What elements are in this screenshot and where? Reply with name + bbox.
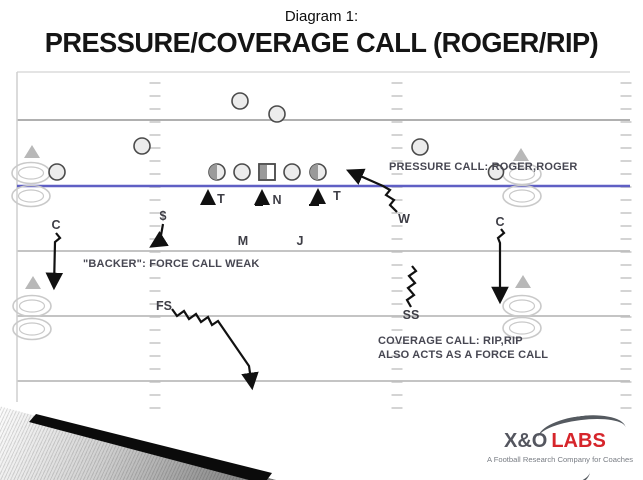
offense-players xyxy=(48,92,505,181)
tackle-right-arrow xyxy=(309,188,326,206)
coverage-call-text: COVERAGE CALL: RIP,RIP ALSO ACTS AS A FO… xyxy=(378,335,548,362)
strong-safety-path xyxy=(405,265,418,308)
dollar-path xyxy=(149,223,169,248)
coverage-call-line1: COVERAGE CALL: RIP,RIP xyxy=(378,335,523,347)
diagram-number-heading: Diagram 1: xyxy=(284,8,359,25)
field-numbers xyxy=(11,145,542,341)
label-corner-left: C xyxy=(51,218,61,232)
label-nose: N xyxy=(272,193,282,207)
pressure-call-text: PRESSURE CALL: ROGER,ROGER xyxy=(389,161,578,173)
will-blitz-path xyxy=(345,168,398,213)
slot-right xyxy=(411,138,429,156)
label-strong-safety: SS xyxy=(402,308,420,322)
logo-labs-text: LABS xyxy=(551,430,606,452)
backer-call-text: "BACKER": FORCE CALL WEAK xyxy=(83,258,260,270)
wideout-right xyxy=(487,163,505,181)
label-free-safety: FS xyxy=(156,299,172,313)
logo-tagline: A Football Research Company for Coaches xyxy=(486,455,634,464)
wideout-left xyxy=(48,163,66,181)
gray-wedge xyxy=(0,406,276,480)
left-guard xyxy=(233,163,251,181)
direction-triangles xyxy=(24,145,531,289)
corner-decoration xyxy=(0,388,300,480)
logo-xo-text: X&O xyxy=(504,430,548,452)
quarterback xyxy=(268,105,286,123)
hash-marks xyxy=(149,82,632,414)
coverage-call-line2: ALSO ACTS AS A FORCE CALL xyxy=(378,348,549,361)
label-jack: J xyxy=(296,234,304,248)
page-title: PRESSURE/COVERAGE CALL (ROGER/RIP) xyxy=(44,27,599,58)
running-back xyxy=(231,92,249,110)
right-guard xyxy=(283,163,301,181)
label-tackle-right: T xyxy=(333,189,341,203)
nose-arrow xyxy=(254,189,270,206)
label-corner-right: C xyxy=(495,215,505,229)
free-safety-path xyxy=(171,308,259,391)
corner-right-path xyxy=(491,228,509,305)
label-dollar: $ xyxy=(159,209,167,223)
tackle-left-arrow xyxy=(200,189,216,205)
defensive-line-arrows xyxy=(200,188,326,206)
label-will: W xyxy=(398,212,410,226)
label-tackle-left: T xyxy=(217,192,225,206)
slot-left xyxy=(133,137,151,155)
defense-paths xyxy=(45,168,509,391)
corner-left-path xyxy=(45,232,64,291)
label-mike: M xyxy=(237,234,249,248)
